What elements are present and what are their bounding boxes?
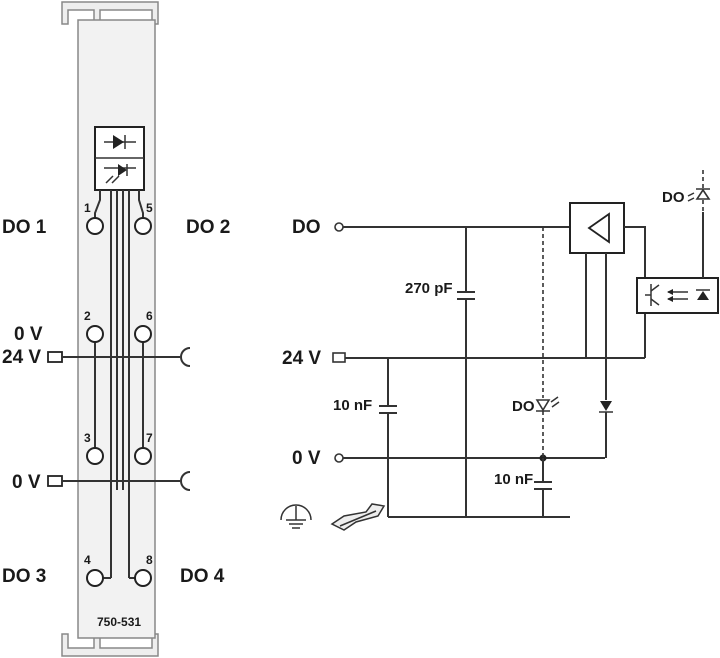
opto-led-icon [696, 289, 710, 300]
label-cap-270pf: 270 pF [405, 280, 453, 297]
do-terminal[interactable] [334, 222, 344, 232]
rail-24v [47, 347, 191, 367]
phototransistor-icon [645, 284, 660, 306]
label-0v-input: 0 V [292, 448, 321, 469]
terminal-3[interactable] [86, 447, 104, 465]
terminal-2[interactable] [86, 325, 104, 343]
plus-24v-terminal[interactable] [332, 352, 346, 363]
terminal-number-5: 5 [146, 201, 153, 215]
terminal-5[interactable] [134, 217, 152, 235]
label-cap-10nf-right: 10 nF [494, 471, 533, 488]
terminal-number-4: 4 [84, 553, 91, 567]
buffer-triangle-icon [587, 212, 610, 244]
part-number: 750-531 [97, 615, 141, 629]
label-0v-top: 0 V [14, 324, 43, 345]
terminal-number-8: 8 [146, 553, 153, 567]
label-do1: DO 1 [2, 217, 47, 238]
label-0v-bottom: 0 V [12, 472, 41, 493]
label-cap-10nf-left: 10 nF [333, 397, 372, 414]
terminal-4[interactable] [86, 569, 104, 587]
terminal-number-7: 7 [146, 431, 153, 445]
phototransistor-symbol-icon [104, 164, 136, 184]
led-do-icon [535, 396, 560, 412]
rail-0v [47, 471, 191, 491]
terminals [86, 217, 152, 587]
terminal-number-6: 6 [146, 309, 153, 323]
ground-icon [280, 504, 312, 529]
label-24v-input: 24 V [282, 348, 321, 369]
diode-symbol-icon [104, 135, 136, 149]
zero-v-terminal[interactable] [334, 453, 344, 463]
label-opto-do: DO [662, 189, 685, 206]
label-do2: DO 2 [186, 217, 230, 238]
terminal-6[interactable] [134, 325, 152, 343]
label-do4: DO 4 [180, 566, 225, 587]
schematic [280, 170, 719, 531]
terminal-8[interactable] [134, 569, 152, 587]
freewheel-diode-icon [599, 401, 613, 413]
terminal-number-3: 3 [84, 431, 91, 445]
opto-arrows-icon [667, 289, 688, 302]
status-led-icon [687, 188, 711, 202]
terminal-7[interactable] [134, 447, 152, 465]
label-led-do: DO [512, 398, 535, 415]
label-do-input: DO [292, 217, 321, 238]
terminal-1[interactable] [86, 217, 104, 235]
din-rail-icon [330, 503, 386, 531]
terminal-number-1: 1 [84, 201, 91, 215]
label-do3: DO 3 [2, 566, 46, 587]
optocoupler-block [94, 126, 145, 191]
module-drawing: 1 5 2 6 3 7 4 8 750-531 [47, 1, 191, 657]
terminal-number-2: 2 [84, 309, 91, 323]
label-24v-left: 24 V [2, 347, 41, 368]
